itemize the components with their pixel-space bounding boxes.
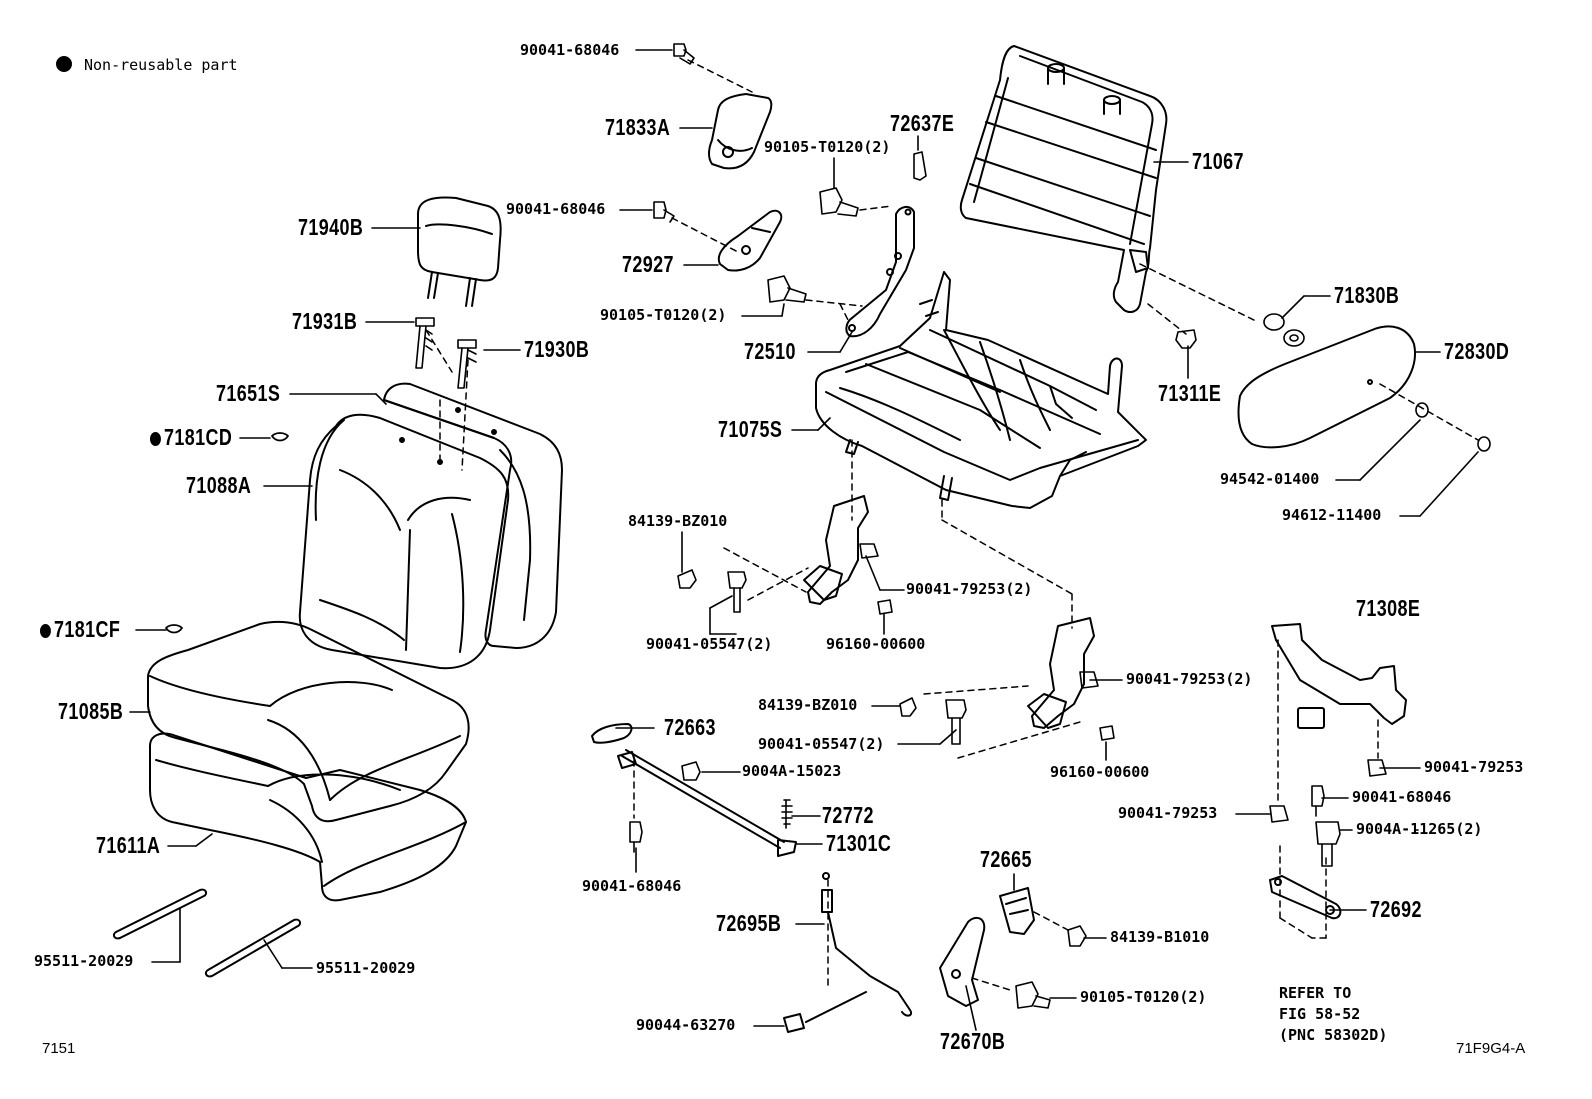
part-label[interactable]: 71611A (96, 832, 161, 858)
part-label[interactable]: 90105-T0120(2) (1080, 988, 1207, 1006)
part-label[interactable]: 84139-B1010 (1110, 928, 1210, 946)
part-label[interactable]: 71833A (605, 114, 671, 140)
part-label[interactable]: 95511-20029 (34, 952, 134, 970)
part-label[interactable]: 90041-05547(2) (646, 635, 773, 653)
figure-id: 71F9G4-A (1456, 1040, 1526, 1057)
part-label[interactable]: 94542-01400 (1220, 470, 1320, 488)
hinge-brackets-part (804, 496, 1094, 728)
non-reusable-bullet-icon (56, 56, 72, 72)
headrest-guides (416, 318, 476, 388)
legend-text: Non-reusable part (84, 56, 238, 74)
part-label[interactable]: 84139-BZ010 (628, 512, 728, 530)
part-label[interactable]: 90041-79253(2) (1126, 670, 1253, 688)
seatback-cover-part (300, 415, 508, 668)
part-label[interactable]: 9004A-11265(2) (1356, 820, 1483, 838)
support-bracket-part (1272, 624, 1406, 728)
side-cover-part (1239, 326, 1416, 447)
part-label[interactable]: 71088A (186, 472, 252, 498)
refer-line-1: REFER TO (1279, 984, 1352, 1002)
seat-cushion-cover-part (148, 622, 469, 821)
part-label[interactable]: 71301C (826, 830, 892, 856)
part-label[interactable]: 72510 (744, 338, 796, 364)
seatback-hinge-frame-part (961, 46, 1167, 312)
part-label[interactable]: 71308E (1356, 595, 1421, 621)
part-label[interactable]: 71085B (58, 698, 124, 724)
seat-wires-part (114, 890, 300, 977)
part-label[interactable]: 72772 (822, 802, 874, 828)
part-label[interactable]: 84139-BZ010 (758, 696, 858, 714)
part-label[interactable]: 94612-11400 (1282, 506, 1382, 524)
clips-part (166, 433, 288, 633)
part-label[interactable]: 90105-T0120(2) (600, 306, 727, 324)
release-handle-part (940, 888, 1034, 1006)
part-label[interactable]: 90041-68046 (506, 200, 606, 218)
part-label[interactable]: 72637E (890, 110, 955, 136)
headrest-part (418, 198, 501, 306)
legend: Non-reusable part (56, 56, 238, 74)
refer-line-3: (PNC 58302D) (1279, 1026, 1388, 1044)
part-label[interactable]: 90044-63270 (636, 1016, 736, 1034)
part-label[interactable]: 71930B (524, 336, 590, 362)
part-label[interactable]: 71931B (292, 308, 358, 334)
part-label[interactable]: 96160-00600 (1050, 763, 1150, 781)
part-label[interactable]: 90041-79253 (1118, 804, 1218, 822)
part-label[interactable]: 71075S (718, 416, 783, 442)
refer-line-2: FIG 58-52 (1279, 1005, 1361, 1023)
refer-note: REFER TO FIG 58-52 (PNC 58302D) (1279, 983, 1387, 1046)
part-label[interactable]: 90041-68046 (582, 877, 682, 895)
part-label[interactable]: 72670B (940, 1028, 1006, 1054)
cable-part (784, 873, 911, 1032)
leader-lines (130, 50, 1478, 1030)
part-label[interactable]: 71830B (1334, 282, 1400, 308)
recliner-part (846, 207, 914, 336)
part-label[interactable]: 90041-79253(2) (906, 580, 1033, 598)
part-label[interactable]: 90041-05547(2) (758, 735, 885, 753)
part-label[interactable]: 90041-79253 (1424, 758, 1524, 776)
release-rod-part (592, 724, 796, 856)
seatback-frame-part (384, 384, 562, 648)
part-label[interactable]: 96160-00600 (826, 635, 926, 653)
strap-part (1270, 876, 1340, 918)
part-label[interactable]: 90041-68046 (520, 41, 620, 59)
page-number: 7151 (42, 1040, 76, 1057)
part-label[interactable]: 71311E (1158, 380, 1222, 406)
part-label[interactable]: 71651S (216, 380, 281, 406)
part-label[interactable]: 72663 (664, 714, 716, 740)
part-label-non-reusable[interactable]: 7181CD (150, 426, 232, 449)
part-label[interactable]: 90105-T0120(2) (764, 138, 891, 156)
seat-cushion-frame-part (816, 272, 1146, 508)
part-label[interactable]: 90041-68046 (1352, 788, 1452, 806)
part-label[interactable]: 72665 (980, 846, 1032, 872)
part-label[interactable]: 72692 (1370, 896, 1422, 922)
part-label[interactable]: 72927 (622, 251, 674, 277)
part-label[interactable]: 9004A-15023 (742, 762, 842, 780)
bolts-part (630, 44, 1490, 1008)
part-label[interactable]: 71940B (298, 214, 364, 240)
part-label[interactable]: 72830D (1444, 338, 1510, 364)
part-label[interactable]: 71067 (1192, 148, 1244, 174)
part-label[interactable]: 72695B (716, 910, 782, 936)
part-label[interactable]: 95511-20029 (316, 959, 416, 977)
hinge-covers-part (709, 94, 781, 271)
seat-cushion-pad-part (150, 734, 466, 901)
part-label-non-reusable[interactable]: 7181CF (40, 618, 120, 641)
